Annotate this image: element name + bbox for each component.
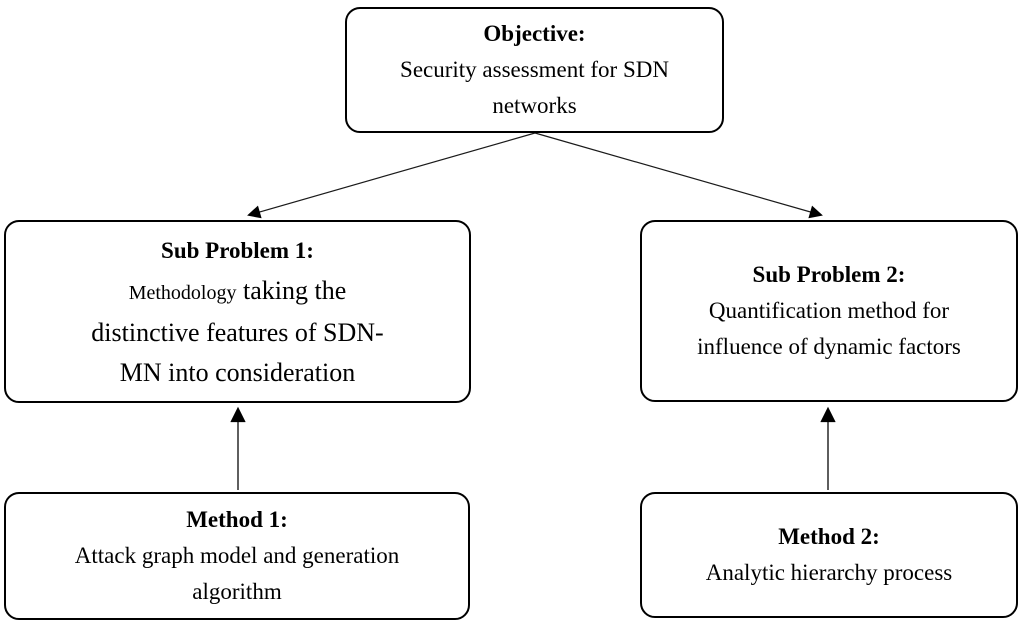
arrow-objective-to-subproblem1 — [247, 132, 536, 219]
sub-problem-2-box: Sub Problem 2: Quantification method for… — [640, 220, 1018, 402]
sub-problem-1-body-word-small: Methodology — [128, 281, 237, 304]
objective-box: Objective: Security assessment for SDN n… — [345, 7, 724, 133]
sub-problem-2-title: Sub Problem 2: — [752, 262, 906, 287]
objective-title: Objective: — [483, 21, 586, 46]
method-2-box: Method 2: Analytic hierarchy process — [640, 492, 1018, 618]
method-1-title: Method 1: — [186, 507, 288, 532]
sub-problem-1-title: Sub Problem 1: — [161, 237, 314, 263]
sub-problem-1-body-line2: distinctive features of SDN- — [91, 317, 384, 347]
sub-problem-1-box: Sub Problem 1: Methodology taking the di… — [4, 220, 471, 403]
sub-problem-1-body-line1: Methodology taking the — [129, 271, 347, 313]
objective-body: Security assessment for SDN networks — [400, 57, 669, 118]
sub-problem-1-body-line1-rest: taking the — [236, 275, 347, 305]
sub-problem-1-body-line3: MN into consideration — [119, 357, 356, 387]
method-1-body: Attack graph model and generation algori… — [74, 543, 400, 604]
method-2-title: Method 2: — [778, 524, 880, 549]
method-1-box: Method 1: Attack graph model and generat… — [4, 492, 470, 620]
sub-problem-2-body: Quantification method for influence of d… — [697, 298, 961, 359]
method-2-body: Analytic hierarchy process — [705, 560, 953, 585]
arrow-objective-to-subproblem2 — [534, 132, 823, 219]
